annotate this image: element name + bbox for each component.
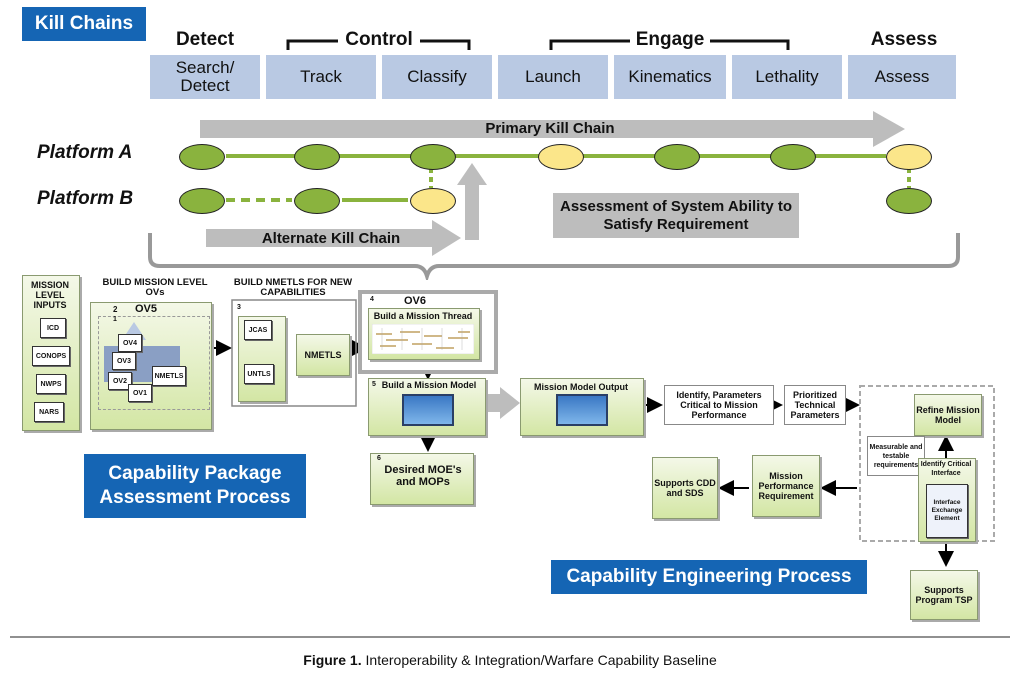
- platform-a-node-detect: [179, 144, 225, 170]
- ov2-doc: OV2: [108, 372, 132, 390]
- mission-model-label: Build a Mission Model: [381, 380, 477, 390]
- ov3-doc: OV3: [112, 352, 136, 370]
- step-track: Track: [266, 55, 376, 99]
- supports-cdd-box: Supports CDD and SDS: [652, 457, 718, 519]
- platform-b-node-assess: [886, 188, 932, 214]
- phase-brackets: [286, 39, 790, 50]
- platform-b-label: Platform B: [37, 188, 134, 209]
- critical-interface-label: Identify Critical Interface: [920, 461, 972, 477]
- step-assess: Assess: [848, 55, 956, 99]
- nmetls-box: NMETLS: [296, 334, 350, 376]
- supports-tsp-box: Supports Program TSP: [910, 570, 978, 620]
- caption-bold: Figure 1.: [303, 652, 362, 668]
- nmetls-doc: NMETLS: [152, 366, 186, 386]
- measurable-requirements-box: Measurable and testable requirements: [867, 436, 925, 476]
- capability-engineering-label: Capability Engineering Process: [551, 560, 867, 594]
- moe-number: 6: [377, 455, 381, 462]
- moe-panel: [370, 453, 474, 505]
- figure-caption: Figure 1. Interoperability & Integration…: [0, 652, 1020, 668]
- refine-model-box: Refine Mission Model: [914, 394, 982, 436]
- ov-number-1: 1: [113, 316, 117, 323]
- phase-assess: Assess: [870, 29, 938, 50]
- ov6-number: 4: [370, 296, 374, 303]
- input-nwps: NWPS: [36, 374, 66, 394]
- input-nars: NARS: [34, 402, 64, 422]
- prioritized-parameters-box: Prioritized Technical Parameters: [784, 385, 846, 425]
- ov1-doc: OV1: [128, 384, 152, 402]
- primary-kill-chain-label: Primary Kill Chain: [485, 120, 615, 137]
- platform-b-node-detect: [179, 188, 225, 214]
- phase-engage: Engage: [635, 29, 705, 50]
- build-ovs-header: BUILD MISSION LEVEL OVs: [102, 277, 208, 298]
- moe-label: Desired MOE's and MOPs: [384, 464, 462, 488]
- alternate-kill-chain-label: Alternate Kill Chain: [261, 230, 401, 247]
- ov5-inner-box: [98, 316, 210, 410]
- step-launch: Launch: [498, 55, 608, 99]
- nmetls-number: 3: [237, 304, 241, 311]
- platform-a-node-launch: [538, 144, 584, 170]
- model-output-monitor-icon: [556, 394, 608, 426]
- assessment-box: Assessment of System Ability to Satisfy …: [553, 193, 799, 238]
- platform-a-node-track: [294, 144, 340, 170]
- interface-exchange-doc: Interface Exchange Element: [926, 484, 968, 538]
- jcas-doc: JCAS: [244, 320, 272, 340]
- mission-thread-chart: [372, 324, 474, 354]
- ov5-number: 2: [113, 305, 118, 314]
- ov4-doc: OV4: [118, 334, 142, 352]
- mission-model-monitor-icon: [402, 394, 454, 426]
- step-search-detect: Search/ Detect: [150, 55, 260, 99]
- model-output-label: Mission Model Output: [534, 382, 628, 392]
- mission-model-number: 5: [372, 381, 376, 388]
- kill-chains-label: Kill Chains: [22, 7, 146, 41]
- platform-a-label: Platform A: [37, 142, 133, 163]
- step-kinematics: Kinematics: [614, 55, 726, 99]
- identify-parameters-box: Identify, Parameters Critical to Mission…: [664, 385, 774, 425]
- ov6-label: OV6: [404, 295, 427, 307]
- platform-a-node-assess: [886, 144, 932, 170]
- input-conops: CONOPS: [32, 346, 70, 366]
- step-classify: Classify: [382, 55, 492, 99]
- platform-a-node-kinematics: [654, 144, 700, 170]
- untls-doc: UNTLS: [244, 364, 274, 384]
- platform-a-node-classify: [410, 144, 456, 170]
- platform-a-node-lethality: [770, 144, 816, 170]
- input-icd: ICD: [40, 318, 66, 338]
- phase-control: Control: [345, 29, 413, 50]
- platform-b-node-track: [294, 188, 340, 214]
- mission-performance-box: Mission Performance Requirement: [752, 455, 820, 517]
- mission-level-inputs-label: MISSION LEVEL INPUTS: [30, 280, 69, 310]
- mission-thread-label: Build a Mission Thread: [373, 311, 473, 321]
- phase-detect: Detect: [175, 29, 235, 50]
- platform-b-node-classify: [410, 188, 456, 214]
- capability-package-label: Capability Package Assessment Process: [84, 454, 306, 518]
- ov5-label: OV5: [135, 303, 158, 315]
- build-nmetls-header: BUILD NMETLS FOR NEW CAPABILITIES: [233, 277, 353, 298]
- caption-text: Interoperability & Integration/Warfare C…: [361, 652, 717, 668]
- step-lethality: Lethality: [732, 55, 842, 99]
